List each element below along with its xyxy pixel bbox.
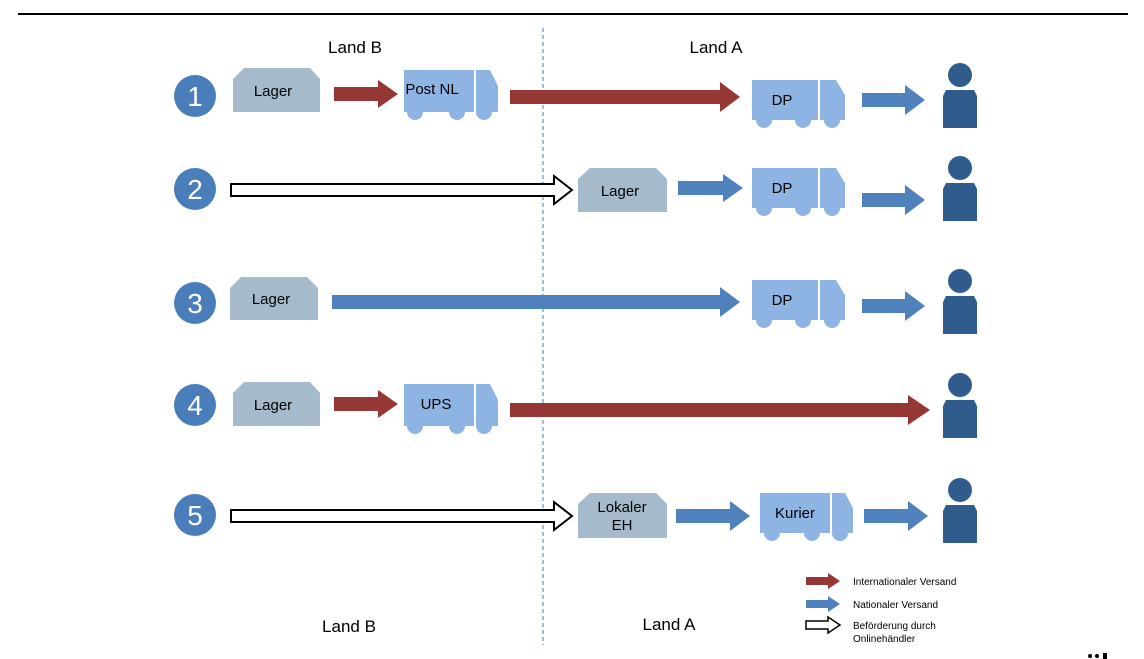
international-arrow-icon [806, 573, 840, 589]
row-number-circle [174, 75, 216, 117]
svg-text:Post NL: Post NL [405, 81, 458, 98]
row-number-circle [174, 494, 216, 536]
logo-fragment [1088, 653, 1107, 659]
merchant-arrow-icon [230, 499, 574, 533]
svg-text:Lager: Lager [254, 397, 292, 414]
warehouse-icon: Lager [233, 68, 320, 112]
legend-national: Nationaler Versand [806, 596, 938, 612]
row-number-circle [174, 168, 216, 210]
truck-icon: DP [752, 280, 845, 328]
row-number: 3 [187, 288, 203, 319]
svg-text:EH: EH [612, 517, 633, 534]
row-1: 1 Lager Post NL DP [174, 63, 977, 128]
truck-icon: DP [752, 168, 845, 216]
svg-text:Beförderung durch: Beförderung durch [853, 621, 936, 632]
arrow-icon [676, 501, 750, 531]
person-icon [943, 63, 977, 128]
person-icon [943, 373, 977, 438]
row-number: 4 [187, 390, 203, 421]
truck-icon: Kurier [760, 493, 853, 541]
person-icon [943, 478, 977, 543]
warehouse-icon: Lager [233, 382, 320, 426]
header-right-country: Land A [690, 38, 744, 57]
svg-text:DP: DP [772, 292, 793, 309]
legend-international: Internationaler Versand [806, 573, 956, 589]
row-number: 2 [187, 174, 203, 205]
arrow-icon [510, 395, 930, 425]
warehouse-icon: Lager [578, 168, 667, 212]
arrow-icon [862, 185, 925, 215]
truck-icon: Post NL [404, 70, 498, 120]
svg-text:UPS: UPS [421, 396, 452, 413]
person-icon [943, 156, 977, 221]
merchant-arrow-icon [230, 173, 574, 207]
row-2: 2 Lager DP [174, 156, 977, 221]
arrow-icon [864, 501, 928, 531]
row-number: 5 [187, 500, 203, 531]
arrow-icon [510, 82, 740, 112]
row-4: 4 Lager UPS [174, 373, 977, 438]
svg-text:Lokaler: Lokaler [597, 499, 646, 516]
footer-left-country: Land B [322, 617, 376, 636]
row-number-circle [174, 384, 216, 426]
svg-text:Onlinehändler: Onlinehändler [853, 634, 916, 645]
legend: Internationaler Versand Nationaler Versa… [805, 573, 956, 645]
svg-text:Nationaler Versand: Nationaler Versand [853, 600, 938, 611]
svg-text:DP: DP [772, 92, 793, 109]
warehouse-icon: Lager [230, 277, 318, 320]
svg-text:DP: DP [772, 180, 793, 197]
row-3: 3 Lager DP [174, 269, 977, 334]
arrow-icon [678, 174, 743, 202]
svg-text:Lager: Lager [252, 291, 290, 308]
row-number-circle [174, 282, 216, 324]
warehouse-icon: Lokaler EH [578, 493, 667, 538]
arrow-icon [862, 85, 925, 115]
person-icon [943, 269, 977, 334]
svg-text:Lager: Lager [254, 83, 292, 100]
svg-text:Internationaler Versand: Internationaler Versand [853, 577, 956, 588]
row-5: 5 Lokaler EH Kurier [174, 478, 977, 543]
svg-text:Lager: Lager [601, 183, 639, 200]
truck-icon: DP [752, 80, 845, 128]
arrow-icon [334, 390, 398, 418]
row-number: 1 [187, 81, 203, 112]
arrow-icon [334, 80, 398, 108]
arrow-icon [862, 291, 925, 321]
svg-text:Kurier: Kurier [775, 505, 815, 522]
merchant-arrow-icon [805, 615, 842, 635]
footer-right-country: Land A [643, 615, 697, 634]
legend-merchant: Beförderung durch Onlinehändler [805, 615, 936, 645]
header-left-country: Land B [328, 38, 382, 57]
national-arrow-icon [806, 596, 840, 612]
arrow-icon [332, 287, 740, 317]
truck-icon: UPS [404, 384, 498, 434]
